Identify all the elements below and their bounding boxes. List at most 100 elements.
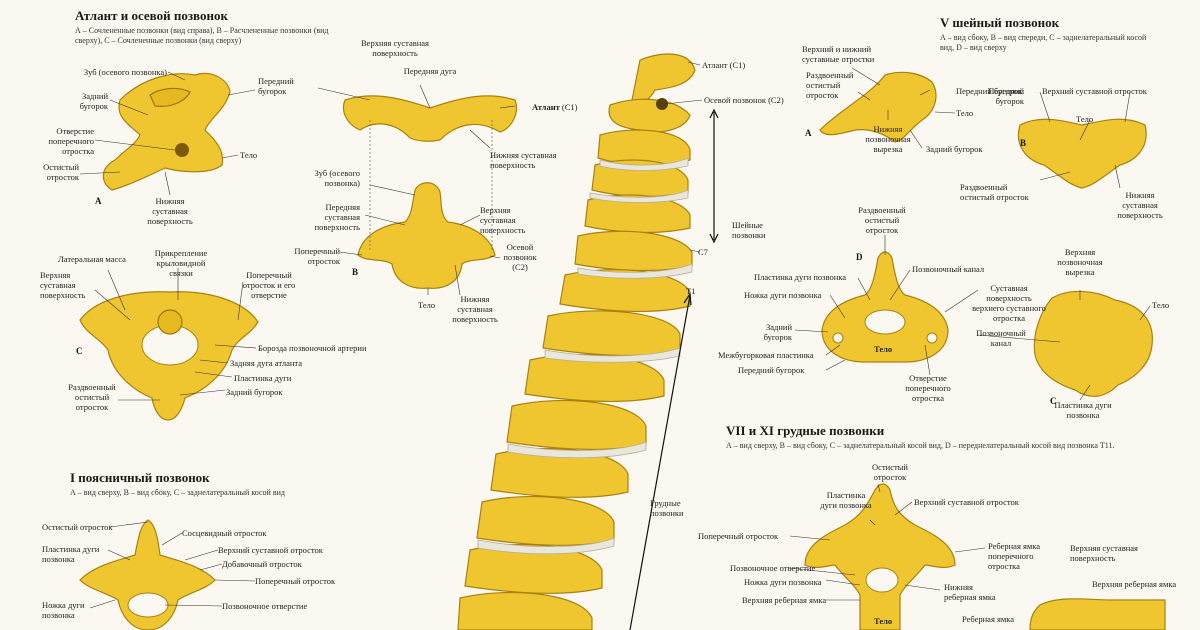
label-thoracic-pedicle: Ножка дуги позвонка [744,577,822,587]
label-lumbar-pedicle: Ножка дуги позвонка [42,600,85,620]
c5-view-letter-d: D [856,252,863,262]
label-c5-body-b: Тело [1076,114,1094,124]
label-transverse-process-b: Поперечный отросток [294,246,340,266]
label-c5-inferior-articular-b: Нижняя суставная поверхность [1117,190,1163,220]
label-superior-articular-surface-b: Верхняя суставная поверхность [480,205,526,235]
label-c5-intertubercular-lamella: Межбугорковая пластинка [718,350,814,360]
label-thoracic-body: Тело [874,616,893,626]
label-superior-costal-facet-right: Верхняя реберная ямка [1092,579,1177,589]
atlas-axis-articulated-top [79,291,259,421]
label-superior-costal-facet: Верхняя реберная ямка [742,595,827,605]
label-dens-b: Зуб (осевого позвонка) [314,168,360,188]
label-c5-body-d: Тело [874,344,893,354]
c5-oblique-view [1033,290,1153,397]
label-c5-bifid-spinous-d: Раздвоенный остистый отросток [858,205,906,235]
label-vertebral-artery-groove: Борозда позвоночной артерии [258,343,367,353]
label-inferior-articular-surface-b2: Нижняя суставная поверхность [452,294,498,324]
label-c5-body: Тело [956,108,974,118]
label-thoracic-superior-articular: Верхний суставной отросток [914,497,1019,507]
label-posterior-tubercle: Задний бугорок [79,91,108,111]
atlas-top-view [342,95,518,142]
thoracic-top-view [804,483,956,630]
label-dens: Зуб (осевого позвонка) [83,67,167,77]
label-cervical-vertebrae: Шейные позвонки [732,220,766,240]
atlas-section-title: Атлант и осевой позвонок [75,8,228,23]
thoracic-section-subtitle: А – вид сверху, В – вид сбоку, С – задне… [726,441,1115,450]
lumbar-section-subtitle: А – вид сверху, В – вид сбоку, С – задне… [70,488,285,497]
axis-top-view [357,182,496,289]
c5-view-letter-a: A [805,128,812,138]
label-c5-lamina-d: Пластинка дуги позвонка [754,272,847,282]
view-letter-c: C [76,346,83,356]
label-t1: T1 [686,286,696,296]
label-thoracic-lamina: Пластинка дуги позвонка [820,490,872,510]
label-thoracic-spinous: Остистый отросток [872,462,908,482]
label-thoracic-vertebrae: Грудные позвонки [650,498,684,518]
label-body: Тело [240,150,258,160]
c5-top-view [821,251,949,363]
label-transverse-process-and-foramen: Поперечный отросток и его отверстие [242,270,296,300]
label-posterior-tubercle-c: Задний бугорок [226,387,283,397]
label-c5-vertebral-canal: Позвоночный канал [912,264,985,274]
label-c5-lamina-c: Пластинка дуги позвонка [1054,400,1112,420]
label-thoracic-transverse: Поперечный отросток [698,531,779,541]
label-accessory-process: Добавочный отросток [222,559,302,569]
label-lumbar-vertebral-foramen: Позвоночное отверстие [222,601,308,611]
label-c7: C7 [698,247,708,257]
label-transverse-foramen: Отверстие поперечного отростка [48,126,94,156]
label-c5-sup-inf-articular: Верхний и нижний суставные отростки [802,44,875,64]
label-mammillary-process: Сосцевидный отросток [182,528,267,538]
label-c5-pedicle-d: Ножка дуги позвонка [744,290,822,300]
label-c5-bifid-spinous: Раздвоенный остистый отросток [806,70,854,100]
label-c5-anterior-tubercle-d: Передний бугорок [738,365,805,375]
label-c5-bifid-spinous-b: Раздвоенный остистый отросток [960,182,1029,202]
c5-front-view [1017,118,1147,189]
view-letter-a: A [95,196,102,206]
vertebral-column [457,53,696,630]
label-spinous-process: Остистый отросток [43,162,79,182]
c5-section-subtitle: А – вид сбоку, В – вид спереди, С – задн… [940,33,1147,52]
label-spine-atlas: Атлант (C1) [702,60,746,70]
c5-view-letter-b: B [1020,138,1027,148]
label-lumbar-transverse: Поперечный отросток [255,576,336,586]
atlas-axis-side-view [102,72,231,191]
label-posterior-arch: Задняя дуга атланта [230,358,303,368]
label-inferior-costal-facet: Нижняя реберная ямка [944,582,996,602]
label-bifid-spinous-process: Раздвоенный остистый отросток [68,382,116,412]
label-lumbar-superior-articular: Верхний суставной отросток [218,545,323,555]
label-costal-facet-transverse: Реберная ямка поперечного отростка [988,541,1041,571]
label-c5-anterior-tubercle: Передний бугорок [956,86,1023,96]
label-c5-superior-notch-c: Верхняя позвоночная вырезка [1057,247,1103,277]
label-alar-ligament-attachment: Прикрепление крыловидной связки [154,248,208,278]
label-thoracic-vertebral-foramen: Позвоночное отверстие [730,563,816,573]
spine-segments [457,129,693,630]
label-anterior-arch: Передняя дуга [403,66,457,76]
c5-view-letter-c: C [1050,396,1057,406]
label-anterior-articular-surface: Передняя суставная поверхность [314,202,360,232]
label-c5-posterior-tubercle: Задний бугорок [926,144,983,154]
label-inferior-articular-surface-b: Нижняя суставная поверхность [490,150,557,170]
thoracic-section-title: VII и XI грудные позвонки [726,423,885,438]
label-lamina: Пластинка дуги [234,373,292,383]
label-c5-superior-articular-b: Верхний суставной отросток [1042,86,1147,96]
label-axis-c2: Осевой позвонок (C2) [503,242,537,272]
label-c5-vertebral-canal-c: Позвоночный канал [976,328,1026,348]
label-lumbar-lamina: Пластинка дуги позвонка [42,544,100,564]
label-spine-axis: Осевой позвонок (C2) [704,95,784,105]
label-body-b: Тело [418,300,436,310]
label-c5-transverse-foramen-d: Отверстие поперечного отростка [905,373,951,403]
atlas-section-subtitle: А – Сочлененные позвонки (вид справа), В… [75,26,329,45]
label-superior-articular-surface: Верхняя суставная поверхность [361,38,429,58]
label-atlas-c1: Атлант (C1) [532,102,578,112]
c5-side-view [819,71,937,143]
view-letter-b: B [352,267,359,277]
lumbar-section-title: I поясничный позвонок [70,470,210,485]
label-c5-articular-surface-c: Суставная поверхность верхнего суставног… [972,283,1046,323]
label-superior-articular-surface-c: Верхняя суставная поверхность [40,270,86,300]
label-costal-facet: Реберная ямка [962,614,1015,624]
label-c5-anterior-tubercle-b: Передний бугорок [988,86,1024,106]
label-c5-body-c: Тело [1152,300,1170,310]
label-lateral-mass: Латеральная масса [58,254,126,264]
label-lumbar-spinous: Остистый отросток [42,522,113,532]
